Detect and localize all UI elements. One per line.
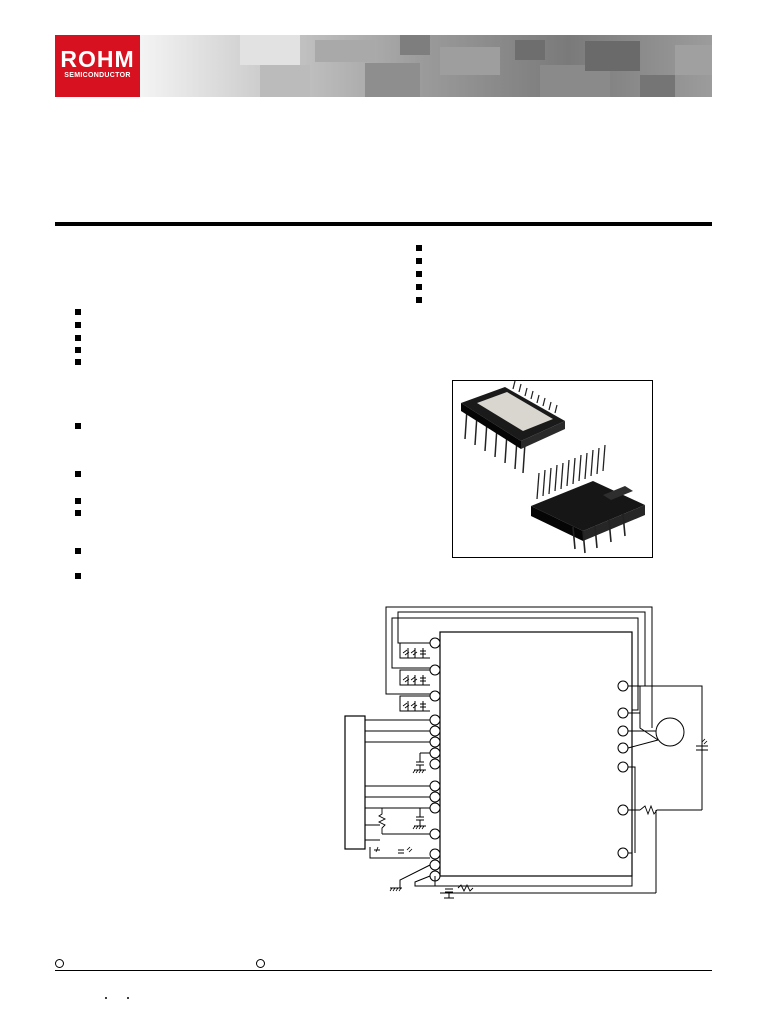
square-bullet-icon	[75, 347, 81, 353]
square-bullet-icon	[75, 573, 81, 579]
package-top-view	[461, 380, 565, 474]
ipm-package-photo	[452, 380, 653, 558]
package-bottom-view	[531, 444, 645, 554]
square-bullet-icon	[416, 284, 422, 290]
square-bullet-icon	[416, 245, 422, 251]
footer-rule	[55, 970, 712, 971]
footer-dot	[105, 997, 107, 999]
footer-dot	[127, 997, 129, 999]
square-bullet-icon	[75, 359, 81, 365]
square-bullet-icon	[75, 322, 81, 328]
title-rule	[55, 222, 712, 226]
logo-wordmark: ROHM	[60, 46, 135, 72]
application-circuit-schematic	[340, 600, 720, 905]
square-bullet-icon	[75, 423, 81, 429]
circle-icon	[55, 959, 64, 968]
header-banner	[140, 35, 712, 97]
rohm-logo: ROHM SEMICONDUCTOR	[55, 35, 140, 97]
logo-tagline: SEMICONDUCTOR	[64, 72, 131, 79]
square-bullet-icon	[75, 510, 81, 516]
square-bullet-icon	[416, 297, 422, 303]
square-bullet-icon	[75, 471, 81, 477]
square-bullet-icon	[75, 309, 81, 315]
square-bullet-icon	[416, 258, 422, 264]
square-bullet-icon	[75, 335, 81, 341]
square-bullet-icon	[416, 271, 422, 277]
square-bullet-icon	[75, 548, 81, 554]
circle-icon	[256, 959, 265, 968]
square-bullet-icon	[75, 498, 81, 504]
